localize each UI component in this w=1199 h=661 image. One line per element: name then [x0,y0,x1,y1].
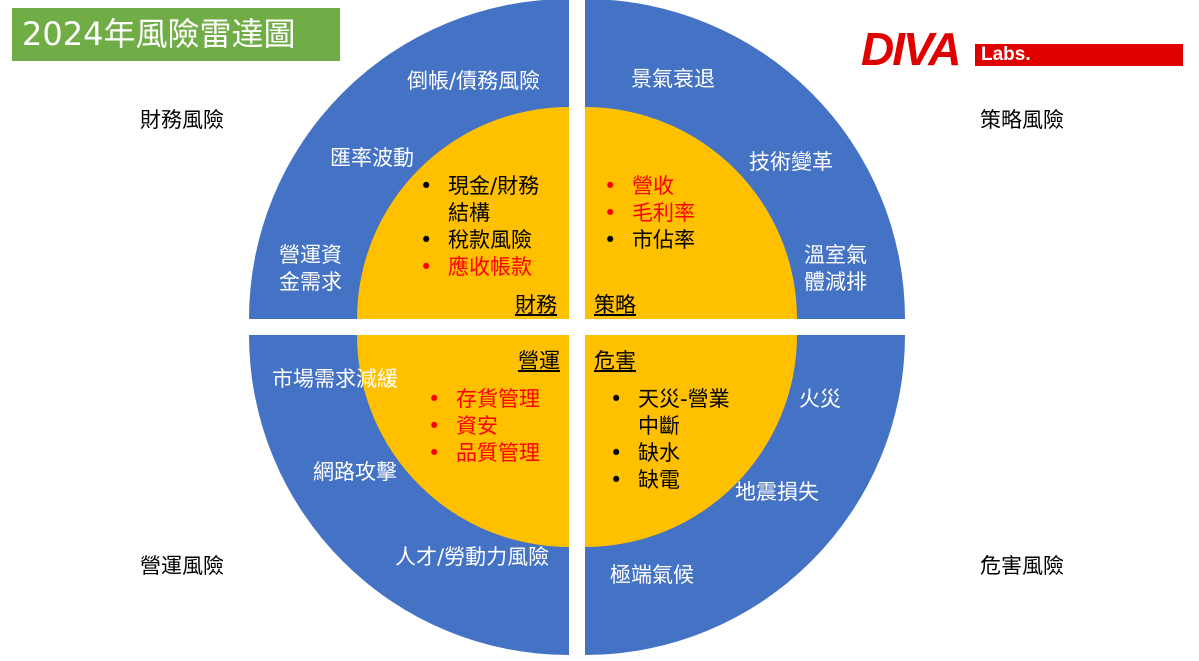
list-item-line: 品質管理 [456,441,540,465]
outer-label-cyber-attack: 網路攻擊 [313,460,397,484]
outer-label-ghg-2: 體減排 [804,270,867,294]
list-item: 品質管理 [428,440,540,467]
list-item: 應收帳款 [420,254,539,281]
list-item-line: 市佔率 [632,228,695,252]
outer-label-ghg-1: 溫室氣 [804,243,867,267]
list-item: 市佔率 [604,227,695,254]
list-item: 存貨管理 [428,386,540,413]
list-item-line: 天災-營業 [638,387,730,411]
diva-labs-logo: DIVA Labs. [861,23,1183,75]
outer-label-earthquake: 地震損失 [735,480,819,504]
corner-label-operation: 營運風險 [140,554,224,578]
list-item: 天災-營業 中斷 [610,386,730,440]
corner-label-finance: 財務風險 [140,108,224,132]
list-item: 資安 [428,413,540,440]
list-item: 營收 [604,173,695,200]
corner-label-hazard: 危害風險 [980,554,1064,578]
outer-label-fx: 匯率波動 [330,146,414,170]
outer-label-working-capital-2: 金需求 [279,270,342,294]
list-item: 現金/財務 結構 [420,173,539,227]
quadrant-label-hazard: 危害 [594,349,636,373]
list-item: 缺水 [610,440,730,467]
outer-label-tech-change: 技術變革 [749,150,833,174]
page-title: 2024年風險雷達圖 [12,8,340,61]
quadrant-label-finance: 財務 [515,293,557,317]
quadrant-label-operation: 營運 [518,349,560,373]
outer-label-bad-debt: 倒帳/債務風險 [407,69,541,93]
outer-label-demand-slowdown: 市場需求減緩 [272,367,398,391]
list-item-line: 毛利率 [632,201,695,225]
list-item: 毛利率 [604,200,695,227]
logo-sub-text: Labs. [981,44,1031,65]
outer-label-fire: 火災 [799,387,841,411]
logo-main-text: DIVA [861,23,961,75]
list-item: 稅款風險 [420,227,539,254]
list-item: 缺電 [610,467,730,494]
list-item-line: 缺水 [638,441,680,465]
list-item-line: 缺電 [638,468,680,492]
operation-risk-list: 存貨管理 資安 品質管理 [428,386,540,467]
outer-label-talent: 人才/勞動力風險 [395,545,550,569]
quadrant-label-strategy: 策略 [594,293,636,317]
list-item-line: 稅款風險 [448,228,532,252]
hazard-risk-list: 天災-營業 中斷 缺水 缺電 [610,386,730,494]
finance-risk-list: 現金/財務 結構 稅款風險 應收帳款 [420,173,539,281]
strategy-risk-list: 營收 毛利率 市佔率 [604,173,695,254]
outer-label-recession: 景氣衰退 [631,67,715,91]
list-item-line: 存貨管理 [456,387,540,411]
logo-bar [975,44,1183,66]
list-item-line: 結構 [448,201,490,225]
list-item-line: 營收 [632,174,674,198]
list-item-line: 資安 [456,414,498,438]
outer-label-extreme-weather: 極端氣候 [610,563,694,587]
outer-ring [249,0,905,655]
list-item-line: 現金/財務 [448,174,540,198]
list-item-line: 中斷 [638,414,680,438]
outer-label-working-capital-1: 營運資 [279,243,342,267]
list-item-line: 應收帳款 [448,255,532,279]
corner-label-strategy: 策略風險 [980,108,1064,132]
